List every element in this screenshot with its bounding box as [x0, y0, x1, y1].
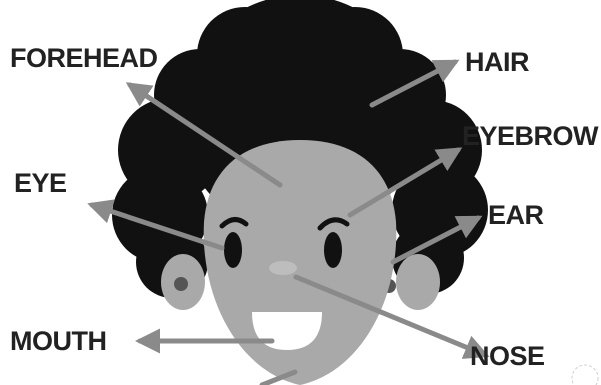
label-eyebrow: EYEBROW [462, 121, 599, 151]
label-nose: NOSE [470, 341, 545, 371]
nose-illustration [269, 261, 297, 275]
label-ear: EAR [488, 200, 544, 230]
watermark-circle [572, 365, 598, 385]
label-eye: EYE [14, 168, 67, 198]
label-forehead: FOREHEAD [10, 43, 158, 73]
label-hair: HAIR [465, 47, 529, 77]
label-mouth: MOUTH [10, 326, 106, 356]
